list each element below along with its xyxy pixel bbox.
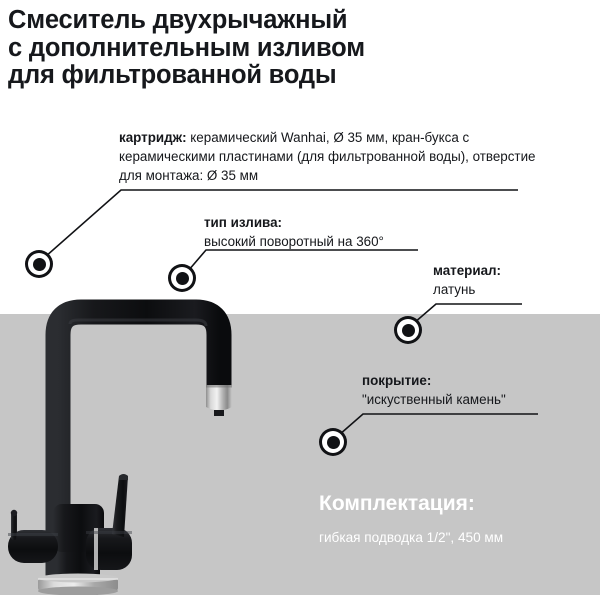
faucet-base	[38, 573, 118, 595]
faucet-left-valve	[8, 509, 58, 563]
marker-dot	[175, 271, 189, 285]
callout-value-spout-type: высокий поворотный на 360°	[204, 234, 384, 249]
page-title-line-1: Смеситель двухрычажный	[8, 6, 348, 34]
faucet-right-valve	[86, 474, 132, 570]
leader-line-spout-type	[187, 249, 418, 272]
marker-dot	[326, 435, 340, 449]
faucet-aerator	[206, 385, 232, 416]
callout-text-spout-type: тип излива: высокий поворотный на 360°	[204, 213, 504, 251]
callout-label-material: материал:	[433, 263, 502, 278]
marker-ring	[397, 319, 419, 341]
callout-label-cartridge: картридж:	[119, 130, 187, 145]
marker-ring	[28, 253, 50, 275]
callout-value-material: латунь	[433, 282, 476, 297]
callout-value-coating: "искуственный камень"	[362, 392, 506, 407]
page-title-line-2: с дополнительным изливом	[8, 33, 365, 62]
faucet-spout-arm	[45, 299, 232, 590]
page-title: Смеситель двухрычажный с дополнительным …	[8, 6, 568, 90]
callout-marker-coating[interactable]	[319, 428, 347, 456]
faucet-product-image	[8, 299, 232, 595]
kit-section-title: Комплектация:	[319, 492, 475, 515]
leader-line-cartridge	[44, 189, 518, 258]
marker-dot	[401, 323, 415, 337]
callout-marker-cartridge[interactable]	[25, 250, 53, 278]
marker-dot	[32, 257, 46, 271]
marker-ring	[171, 267, 193, 289]
callout-text-cartridge: картридж: керамический Wanhai, Ø 35 мм, …	[119, 128, 539, 185]
callout-marker-spout-type[interactable]	[168, 264, 196, 292]
callout-value-cartridge: керамический Wanhai, Ø 35 мм, кран-букса…	[119, 130, 536, 183]
callout-text-coating: покрытие: "искуственный камень"	[362, 371, 582, 409]
callout-text-material: материал: латунь	[433, 261, 593, 299]
callout-label-spout-type: тип излива:	[204, 215, 283, 230]
page-title-line-3: для фильтрованной воды	[8, 61, 337, 89]
callout-label-coating: покрытие:	[362, 373, 432, 388]
callout-marker-material[interactable]	[394, 316, 422, 344]
kit-item-hose: гибкая подводка 1/2", 450 мм	[319, 530, 504, 545]
leader-line-material	[413, 303, 522, 324]
marker-ring	[322, 431, 344, 453]
leader-line-coating	[338, 413, 538, 436]
